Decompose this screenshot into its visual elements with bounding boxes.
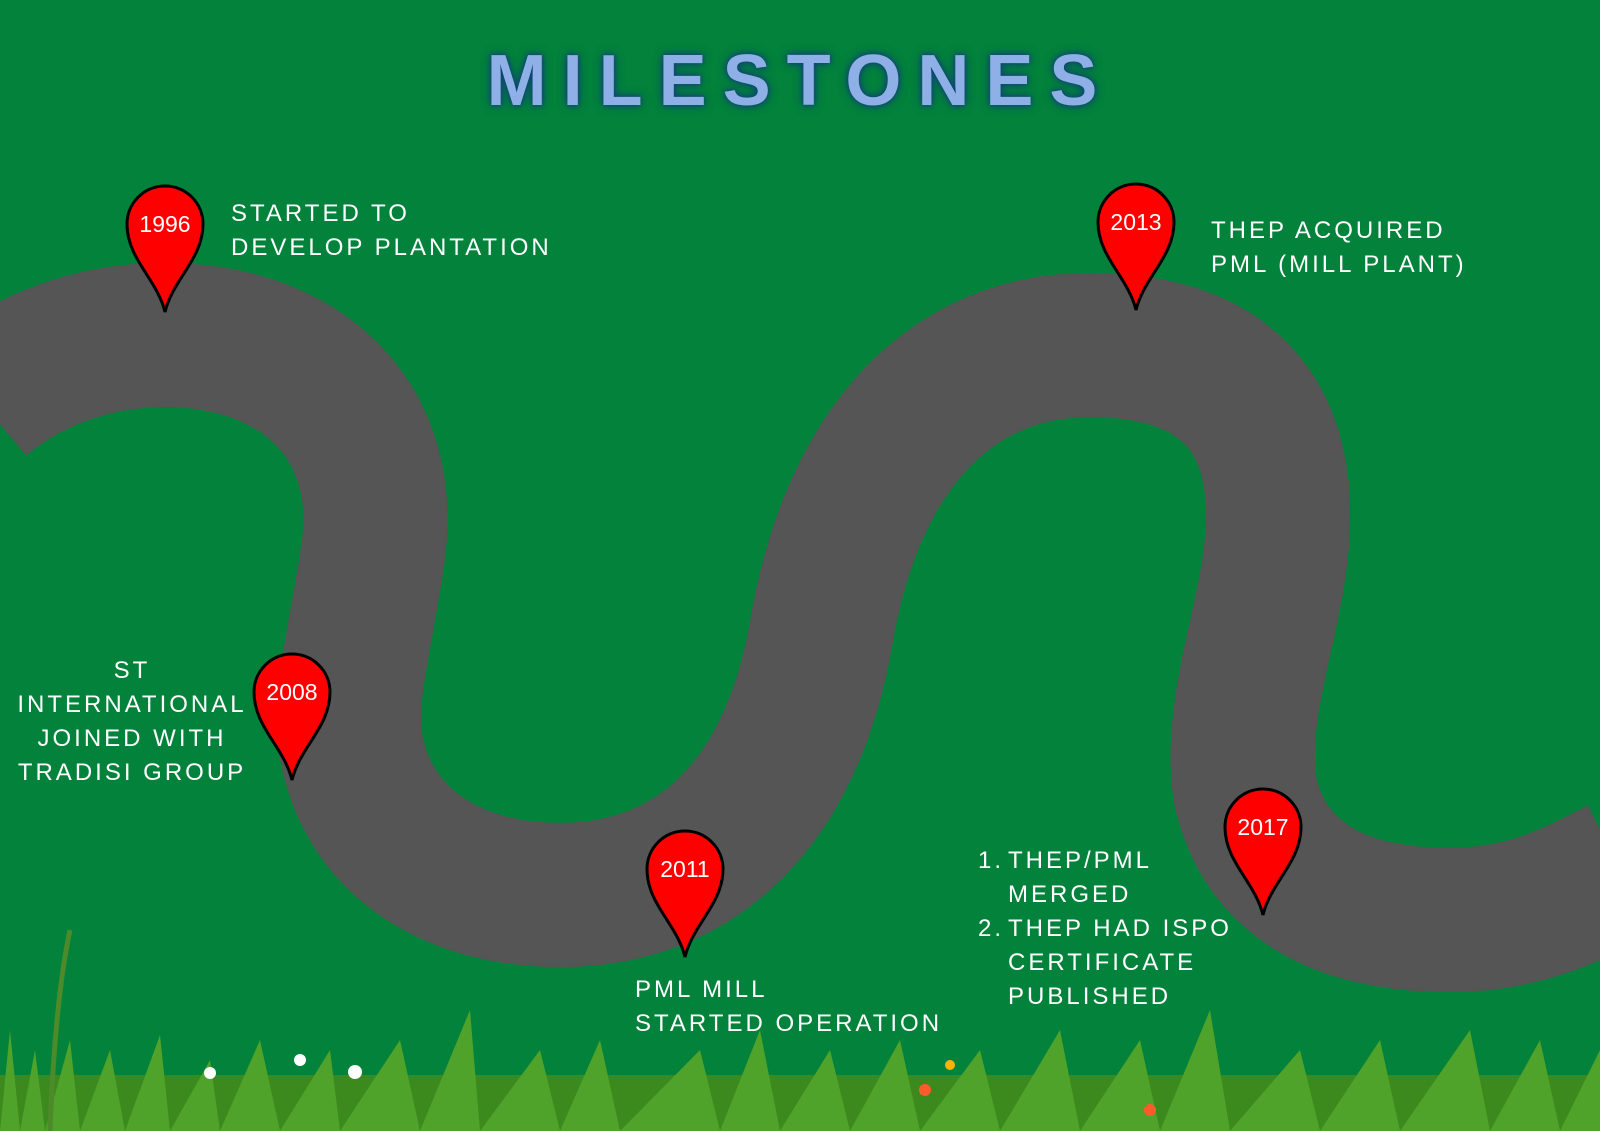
text-line: THEP HAD ISPO bbox=[1008, 915, 1232, 942]
pin-year: 2017 bbox=[1237, 814, 1288, 840]
grass-strip bbox=[0, 929, 1600, 1131]
list-item: 2. THEP HAD ISPO CERTIFICATE PUBLISHED bbox=[978, 912, 1232, 1014]
text-line: STARTED OPERATION bbox=[635, 1010, 943, 1037]
text-line: CERTIFICATE bbox=[1008, 949, 1197, 976]
lane-divider bbox=[0, 335, 1600, 920]
pin-year: 2013 bbox=[1110, 209, 1161, 235]
text-line: JOINED WITH bbox=[37, 725, 227, 752]
text-line: PML (MILL PLANT) bbox=[1211, 251, 1467, 278]
text-line: MERGED bbox=[1008, 881, 1132, 908]
text-line: THEP ACQUIRED bbox=[1211, 217, 1446, 244]
list-number: 2. bbox=[978, 915, 1005, 942]
list-item: 1. THEP/PML MERGED bbox=[978, 844, 1232, 912]
text-line: THEP/PML bbox=[1008, 847, 1153, 874]
map-pin-1996: 1996 bbox=[125, 184, 205, 313]
text-line: INTERNATIONAL bbox=[17, 691, 247, 718]
text-line: PML MILL bbox=[635, 976, 768, 1003]
map-pin-icon bbox=[1223, 787, 1303, 916]
text-line: STARTED TO bbox=[231, 200, 410, 227]
pin-year: 2008 bbox=[266, 679, 317, 705]
pin-year: 2011 bbox=[660, 856, 709, 882]
list-number: 1. bbox=[978, 847, 1005, 874]
milestone-2017-text: 1. THEP/PML MERGED 2. THEP HAD ISPO CERTIF… bbox=[978, 844, 1232, 1014]
pin-year: 1996 bbox=[139, 211, 190, 237]
page-title: MILESTONES bbox=[486, 41, 1114, 121]
milestone-2008-text: ST INTERNATIONAL JOINED WITH TRADISI GRO… bbox=[16, 654, 248, 790]
map-pin-2017: 2017 bbox=[1223, 787, 1303, 916]
milestone-2011-text: PML MILL STARTED OPERATION bbox=[635, 973, 942, 1041]
milestone-1996-text: STARTED TO DEVELOP PLANTATION bbox=[231, 197, 552, 265]
winding-road bbox=[0, 262, 1600, 993]
milestone-2013-text: THEP ACQUIRED PML (MILL PLANT) bbox=[1211, 214, 1467, 282]
text-line: PUBLISHED bbox=[1008, 983, 1172, 1010]
map-pin-2013: 2013 bbox=[1096, 182, 1176, 311]
map-pin-2008: 2008 bbox=[252, 652, 332, 781]
map-pin-2011: 2011 bbox=[645, 829, 725, 958]
map-pin-icon bbox=[252, 652, 332, 781]
map-pin-icon bbox=[645, 829, 725, 958]
text-line: DEVELOP PLANTATION bbox=[231, 234, 552, 261]
text-line: ST bbox=[113, 657, 151, 684]
text-line: TRADISI GROUP bbox=[17, 759, 247, 786]
map-pin-icon bbox=[125, 184, 205, 313]
map-pin-icon bbox=[1096, 182, 1176, 311]
